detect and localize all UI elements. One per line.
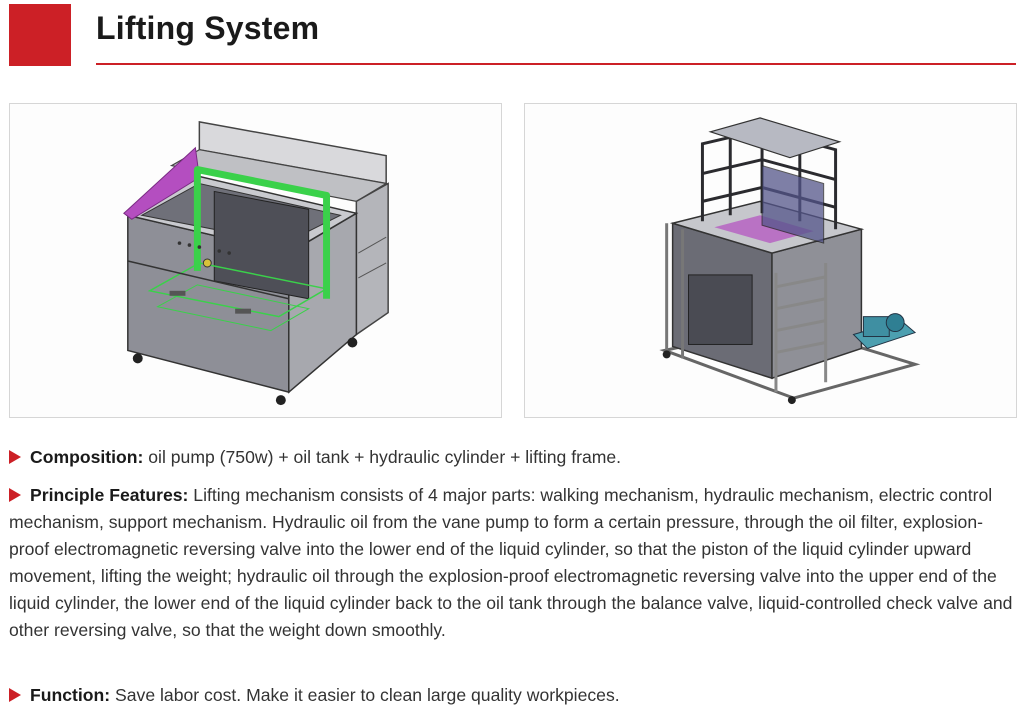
figure-lifting-frame	[524, 103, 1017, 418]
composition-paragraph: Composition: oil pump (750w) + oil tank …	[9, 444, 1014, 471]
principle-text: Lifting mechanism consists of 4 major pa…	[9, 485, 1013, 640]
function-text: Save labor cost. Make it easier to clean…	[110, 685, 620, 705]
title-underline	[96, 63, 1016, 65]
bullet-arrow-icon	[9, 688, 21, 702]
figure-tank	[9, 103, 502, 418]
bullet-arrow-icon	[9, 488, 21, 502]
principle-label: Principle Features:	[30, 485, 189, 505]
composition-text: oil pump (750w) + oil tank + hydraulic c…	[143, 447, 622, 467]
bullet-arrow-icon	[9, 450, 21, 464]
page-title: Lifting System	[96, 10, 320, 46]
tank-render-icon	[123, 120, 389, 406]
header-accent-block	[9, 4, 71, 66]
lifting-frame-render-icon	[659, 117, 921, 405]
principle-paragraph: Principle Features: Lifting mechanism co…	[9, 482, 1014, 644]
composition-label: Composition:	[30, 447, 144, 467]
function-paragraph: Function: Save labor cost. Make it easie…	[9, 682, 1014, 709]
function-label: Function:	[30, 685, 111, 705]
